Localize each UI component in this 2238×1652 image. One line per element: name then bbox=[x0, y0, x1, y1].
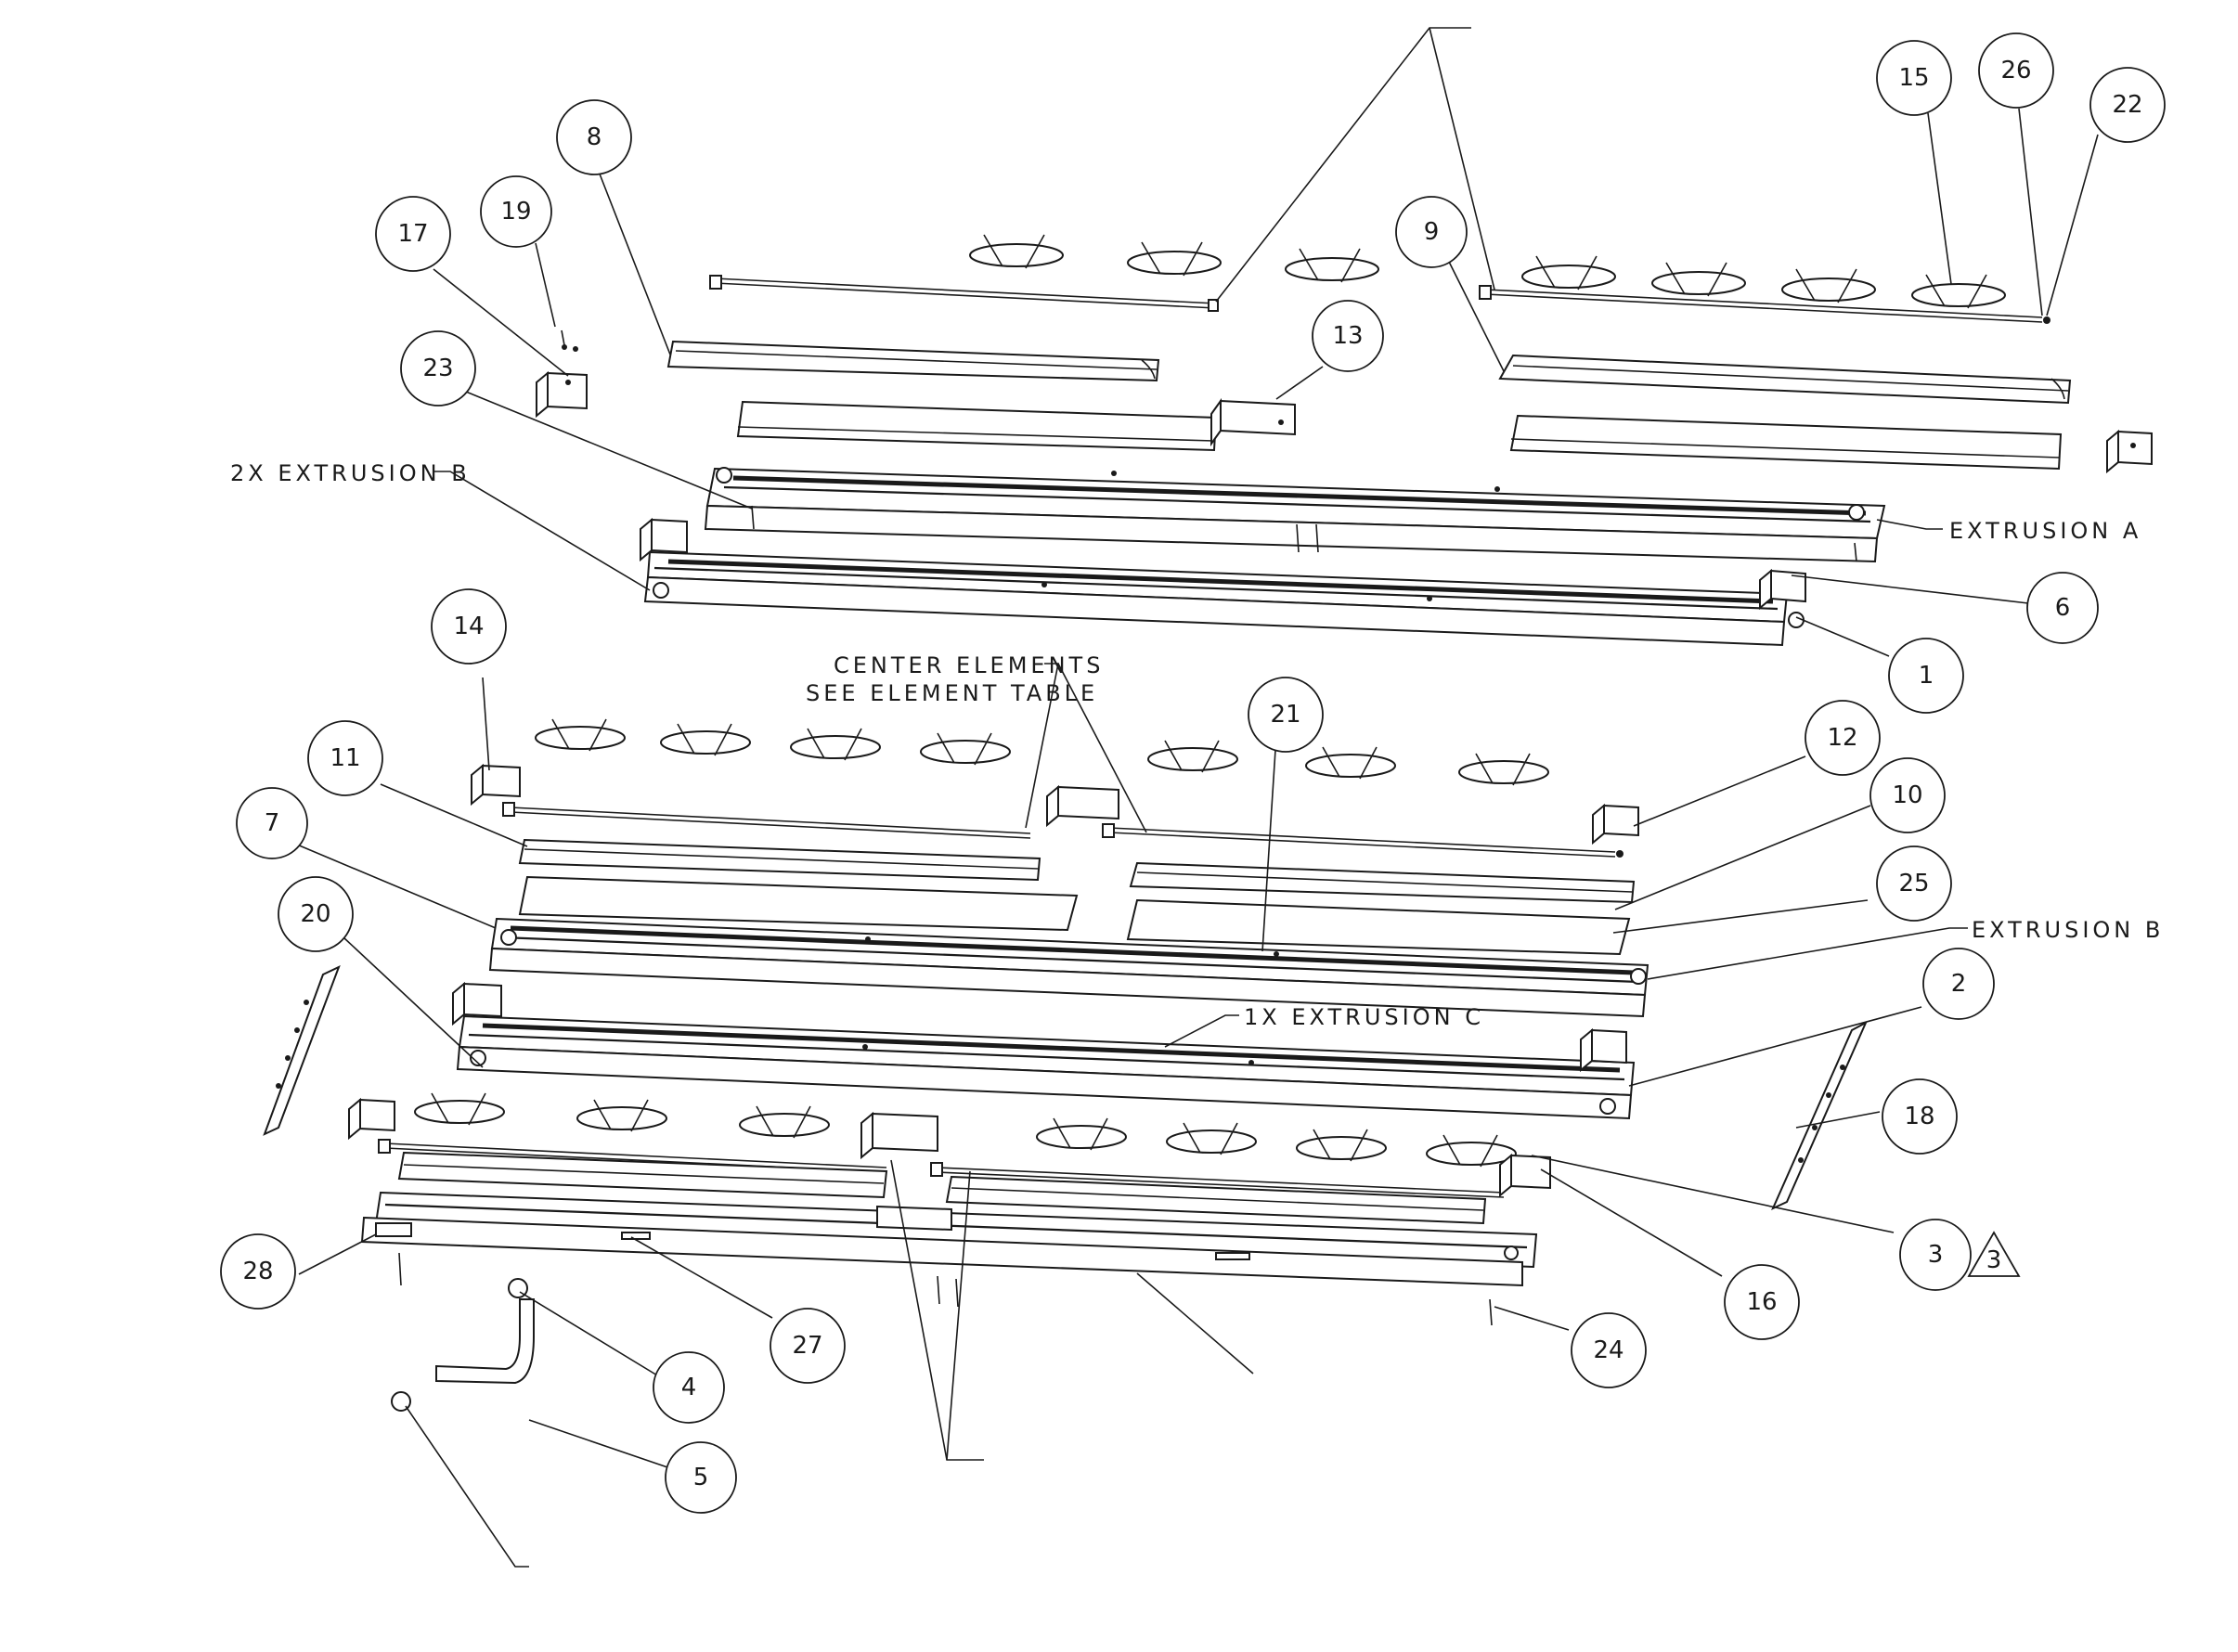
extrusion-a bbox=[704, 467, 1886, 563]
note-see-element-table: SEE ELEMENT TABLE bbox=[806, 680, 1098, 706]
lids-middle bbox=[518, 875, 1631, 956]
balloon-5: 5 bbox=[665, 1441, 737, 1514]
balloon-16: 16 bbox=[1724, 1264, 1800, 1340]
element-rod-top-right bbox=[1479, 285, 2050, 324]
svg-text:12: 12 bbox=[1827, 724, 1857, 752]
balloon-23: 23 bbox=[400, 330, 476, 407]
svg-text:11: 11 bbox=[330, 744, 360, 772]
balloon-26: 26 bbox=[1978, 32, 2054, 109]
svg-text:23: 23 bbox=[422, 355, 453, 382]
balloon-3: 3 bbox=[1899, 1219, 1972, 1291]
extrusion-b-middle bbox=[488, 917, 1649, 1018]
svg-text:10: 10 bbox=[1892, 781, 1922, 809]
svg-text:22: 22 bbox=[2112, 91, 2142, 119]
balloon-13: 13 bbox=[1312, 300, 1384, 372]
balloon-2: 2 bbox=[1922, 948, 1995, 1020]
lid-top-left bbox=[736, 400, 1218, 452]
balloon-4: 4 bbox=[653, 1351, 725, 1424]
balloon-18: 18 bbox=[1882, 1078, 1958, 1155]
svg-text:5: 5 bbox=[693, 1464, 709, 1491]
balloon-17: 17 bbox=[375, 196, 451, 272]
svg-text:6: 6 bbox=[2055, 594, 2071, 622]
svg-text:20: 20 bbox=[300, 900, 330, 928]
svg-text:1: 1 bbox=[1919, 662, 1934, 690]
balloon-22: 22 bbox=[2089, 67, 2166, 143]
balloon-21: 21 bbox=[1248, 677, 1324, 753]
balloon-25: 25 bbox=[1876, 845, 1952, 922]
element-rod-top-left bbox=[709, 275, 1219, 312]
side-plate-right bbox=[1771, 1020, 1869, 1211]
svg-text:21: 21 bbox=[1270, 701, 1300, 729]
note-center-elements: CENTER ELEMENTS bbox=[834, 652, 1104, 678]
reflector-top-left bbox=[666, 340, 1160, 382]
svg-text:24: 24 bbox=[1593, 1336, 1624, 1364]
element-rods-middle bbox=[502, 802, 1624, 858]
balloon-14: 14 bbox=[431, 588, 507, 665]
reflector-top-right bbox=[1498, 354, 2072, 405]
svg-text:27: 27 bbox=[792, 1332, 822, 1360]
element-loops-middle bbox=[535, 718, 1549, 786]
note-extrusion-c-1x: 1X EXTRUSION C bbox=[1244, 1004, 1484, 1030]
reflectors-middle bbox=[518, 838, 1636, 904]
svg-text:3: 3 bbox=[1928, 1241, 1944, 1269]
balloon-8: 8 bbox=[556, 99, 632, 175]
text-notes: 2X EXTRUSION B EXTRUSION A CENTER ELEMEN… bbox=[230, 460, 2164, 1030]
note-extrusion-b-2x: 2X EXTRUSION B bbox=[230, 460, 471, 486]
balloon-24: 24 bbox=[1571, 1312, 1647, 1388]
svg-text:26: 26 bbox=[2000, 57, 2031, 84]
balloon-15: 15 bbox=[1876, 40, 1952, 116]
balloon-1: 1 bbox=[1888, 638, 1964, 714]
svg-text:7: 7 bbox=[265, 809, 280, 837]
balloon-28: 28 bbox=[220, 1233, 296, 1310]
svg-text:15: 15 bbox=[1898, 64, 1929, 92]
power-cord bbox=[391, 1278, 535, 1412]
svg-text:19: 19 bbox=[500, 198, 531, 226]
svg-text:28: 28 bbox=[242, 1258, 273, 1285]
element-rods-bottom bbox=[378, 1139, 1505, 1198]
svg-text:18: 18 bbox=[1904, 1103, 1934, 1130]
bracket-center-middle bbox=[1046, 784, 1119, 828]
note-extrusion-a: EXTRUSION A bbox=[1949, 518, 2141, 544]
callout-balloons: 8 17 19 23 13 9 15 26 22 6 1 14 11 7 20 … bbox=[220, 32, 2166, 1514]
svg-text:3: 3 bbox=[1986, 1246, 2002, 1274]
bracket-12 bbox=[1592, 803, 1639, 845]
balloon-27: 27 bbox=[770, 1308, 846, 1384]
svg-text:14: 14 bbox=[453, 613, 484, 640]
svg-text:2: 2 bbox=[1951, 970, 1967, 998]
reflectors-bottom bbox=[397, 1151, 1487, 1225]
element-loops-bottom bbox=[414, 1092, 1517, 1168]
svg-text:8: 8 bbox=[587, 123, 602, 151]
leader-lines bbox=[296, 27, 2099, 1568]
extrusion-b-top bbox=[640, 517, 1806, 647]
bottom-housing bbox=[360, 1191, 1538, 1326]
balloon-11: 11 bbox=[307, 720, 383, 796]
element-loops-top bbox=[969, 234, 2006, 309]
balloon-12: 12 bbox=[1805, 700, 1881, 776]
svg-text:9: 9 bbox=[1424, 218, 1440, 246]
balloon-20: 20 bbox=[278, 876, 354, 952]
svg-text:25: 25 bbox=[1898, 870, 1929, 897]
svg-text:4: 4 bbox=[681, 1374, 697, 1401]
note-extrusion-b: EXTRUSION B bbox=[1972, 917, 2164, 943]
bracket-17 bbox=[536, 329, 588, 419]
balloon-10: 10 bbox=[1869, 757, 1946, 833]
svg-text:13: 13 bbox=[1332, 322, 1363, 350]
bracket-14 bbox=[471, 763, 521, 807]
svg-text:17: 17 bbox=[397, 220, 428, 248]
svg-text:16: 16 bbox=[1746, 1288, 1777, 1316]
side-plate-left bbox=[263, 965, 341, 1136]
lid-top-right bbox=[1509, 414, 2063, 471]
revision-triangle: 3 bbox=[1967, 1231, 2021, 1277]
balloon-19: 19 bbox=[480, 175, 552, 248]
drawing-geometry bbox=[263, 234, 2153, 1412]
balloon-6: 6 bbox=[2026, 572, 2099, 644]
balloon-7: 7 bbox=[236, 787, 308, 859]
balloon-9: 9 bbox=[1395, 196, 1468, 268]
bracket-far-right bbox=[2106, 429, 2153, 474]
extrusion-c bbox=[452, 981, 1636, 1120]
bracket-13 bbox=[1210, 397, 1296, 447]
